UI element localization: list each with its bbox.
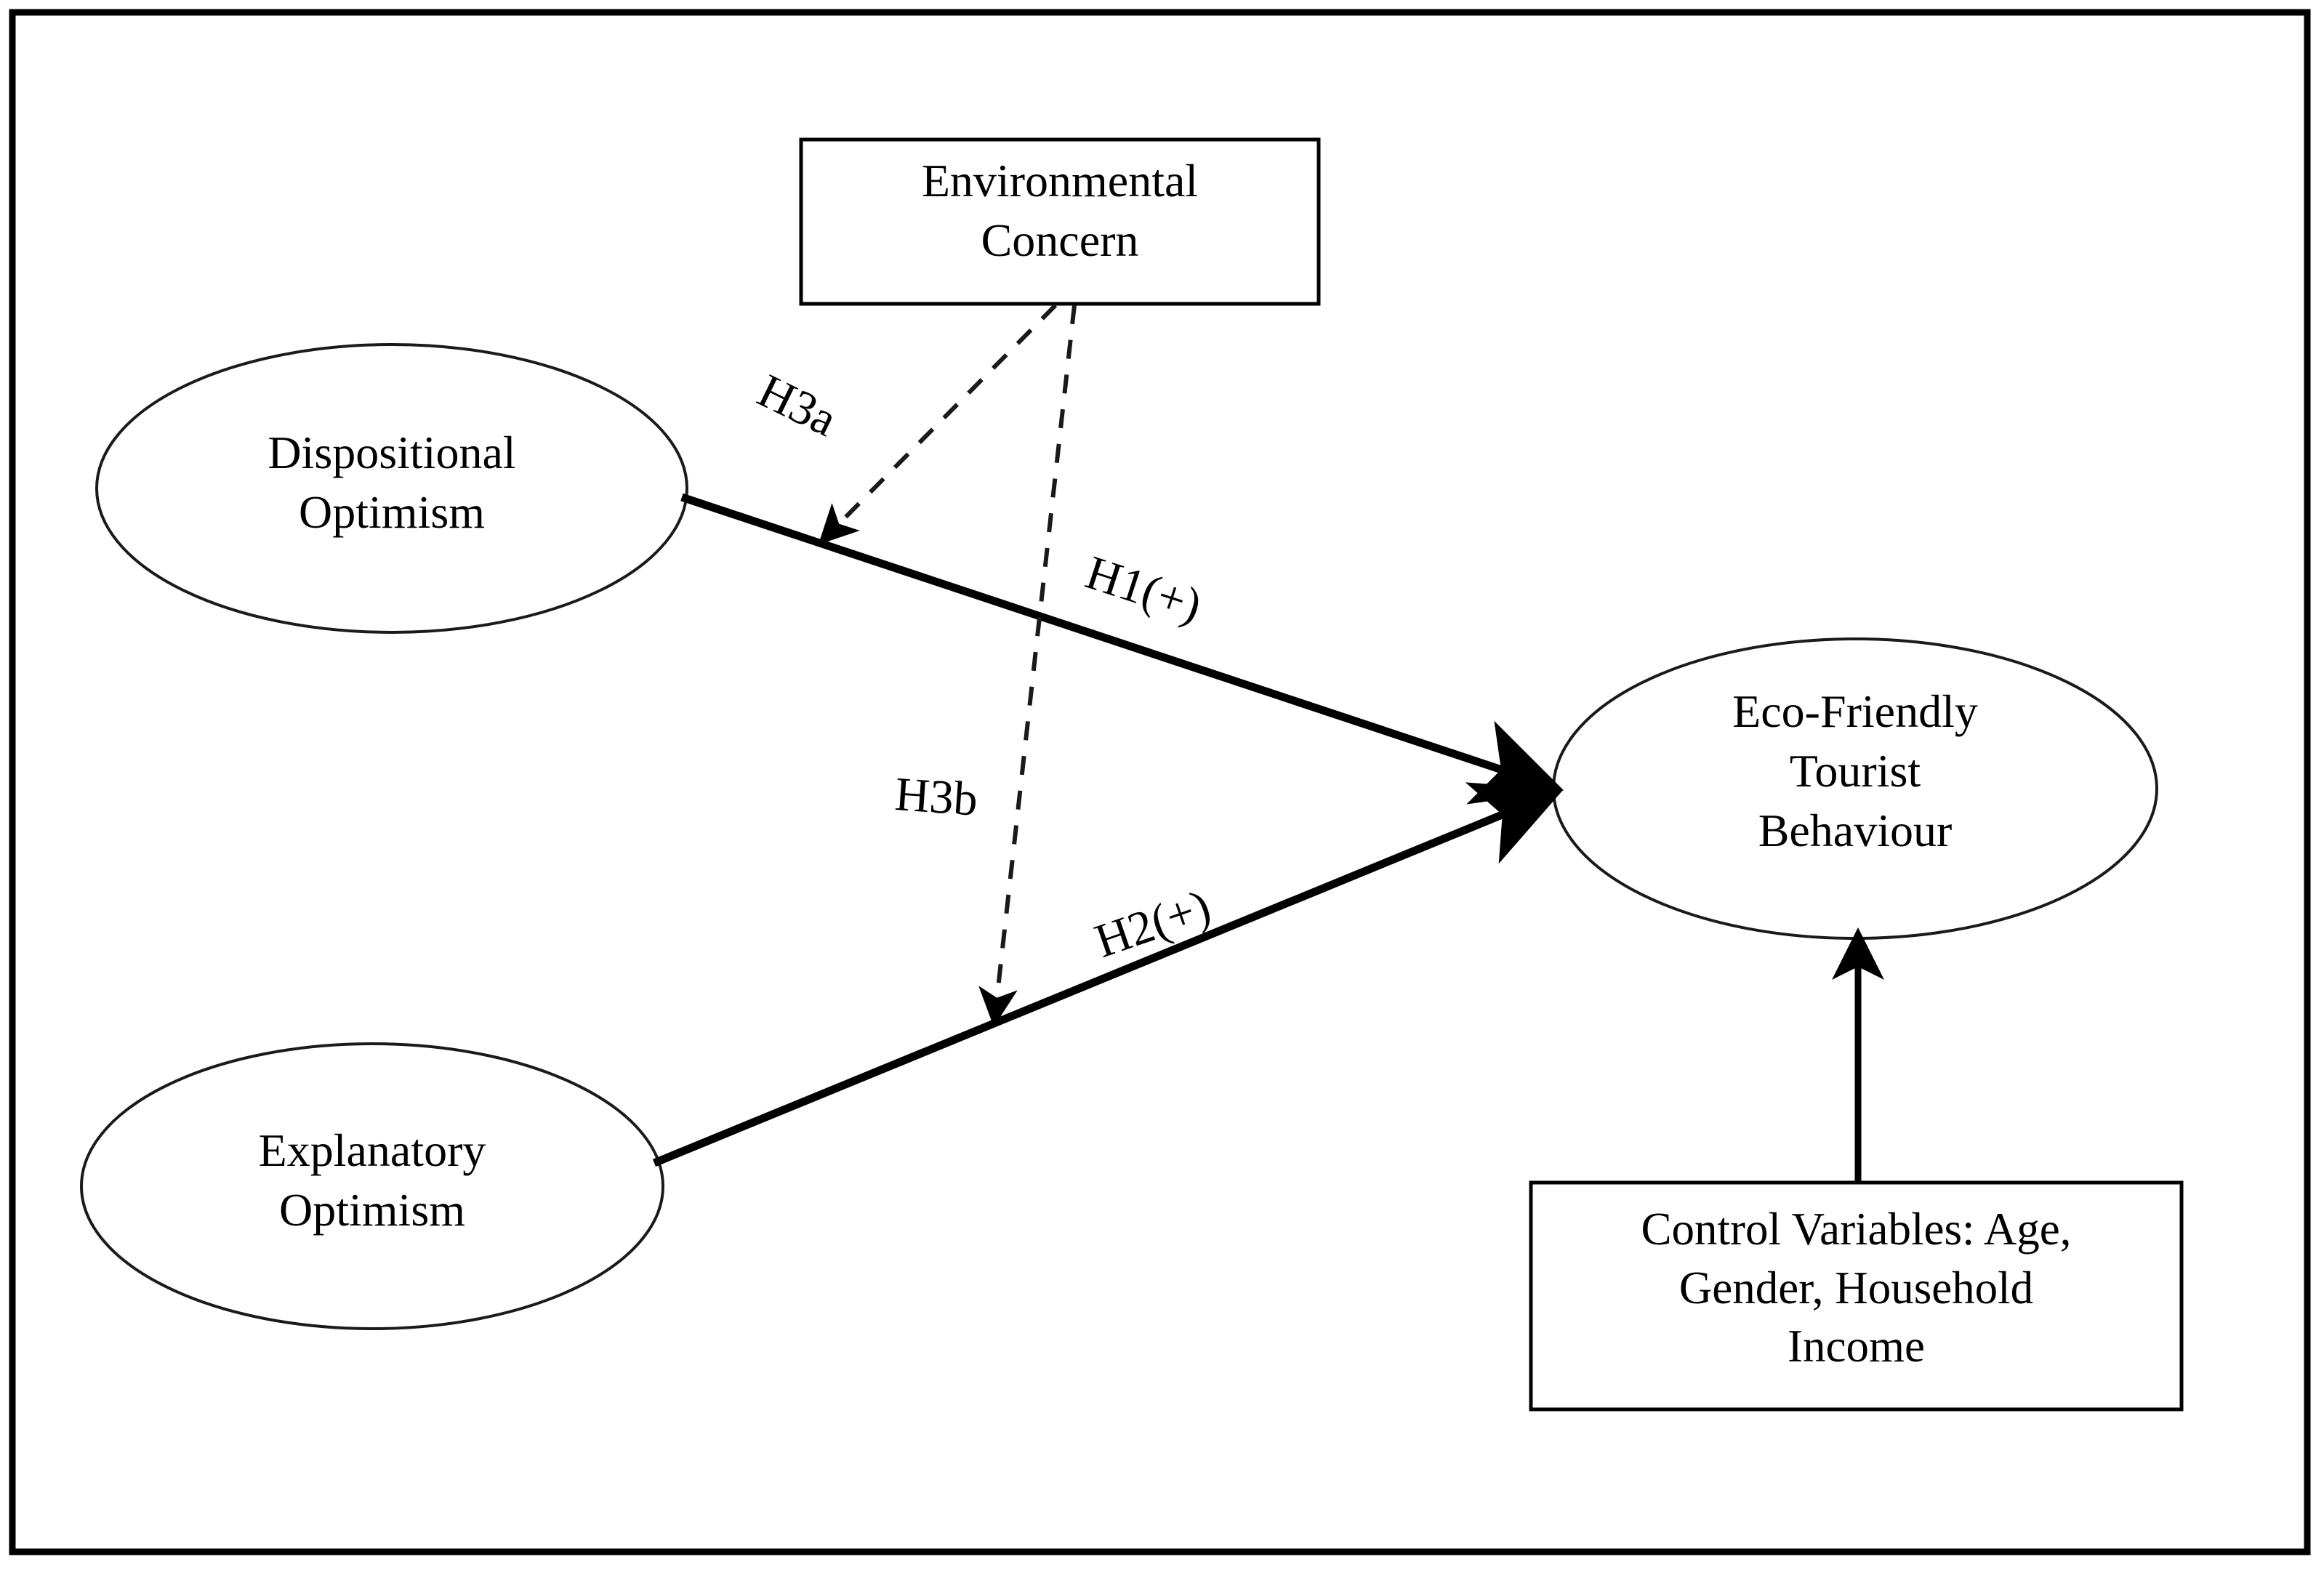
edge-h3b-line (978, 305, 1077, 1027)
dispositional-optimism-ellipse-shape (95, 343, 688, 634)
environmental-concern-box-shape (799, 137, 1321, 306)
control-variables-box-shape (1529, 1180, 2184, 1412)
edge-h2-line (652, 782, 1564, 1167)
edge-h1-line (680, 493, 1564, 805)
eco-friendly-tourist-behaviour-ellipse-shape (1552, 637, 2158, 940)
figure-border (9, 9, 2311, 1555)
explanatory-optimism-ellipse-shape (80, 1042, 664, 1330)
edge-h3a-line (818, 303, 1058, 545)
edge-label-h3b: H3b (893, 767, 980, 826)
